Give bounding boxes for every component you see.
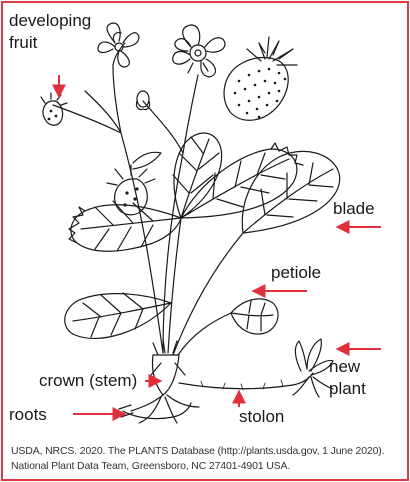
petiole-stalk: [178, 313, 231, 355]
new-plant: [293, 339, 333, 397]
ripe-strawberry: [224, 37, 297, 120]
flower-stalk: [143, 101, 183, 153]
stolon-runner: [179, 373, 313, 389]
label-roots: roots: [9, 405, 47, 425]
label-developing-fruit-line1: developing: [9, 11, 91, 31]
source-credit: USDA, NRCS. 2020. The PLANTS Database (h…: [11, 444, 407, 474]
credit-line-1: USDA, NRCS. 2020. The PLANTS Database (h…: [11, 444, 407, 459]
label-petiole: petiole: [271, 263, 321, 283]
label-new-plant-line2: plant: [329, 379, 366, 399]
flower-stalk: [53, 105, 121, 133]
flower-top-right: [173, 25, 225, 77]
label-blade: blade: [333, 199, 375, 219]
roots: [119, 395, 199, 423]
label-stolon: stolon: [239, 407, 284, 427]
flower-top-left: [98, 23, 139, 67]
label-new-plant-line1: new: [329, 357, 360, 377]
petiole-stalk: [173, 233, 243, 355]
leaflet-right-large: [242, 151, 339, 233]
label-crown: crown (stem): [39, 371, 137, 391]
leaflet-lower-right: [231, 299, 278, 334]
leaflet-left: [69, 201, 181, 251]
label-developing-fruit-line2: fruit: [9, 33, 37, 53]
credit-line-2: National Plant Data Team, Greensboro, NC…: [11, 459, 407, 474]
